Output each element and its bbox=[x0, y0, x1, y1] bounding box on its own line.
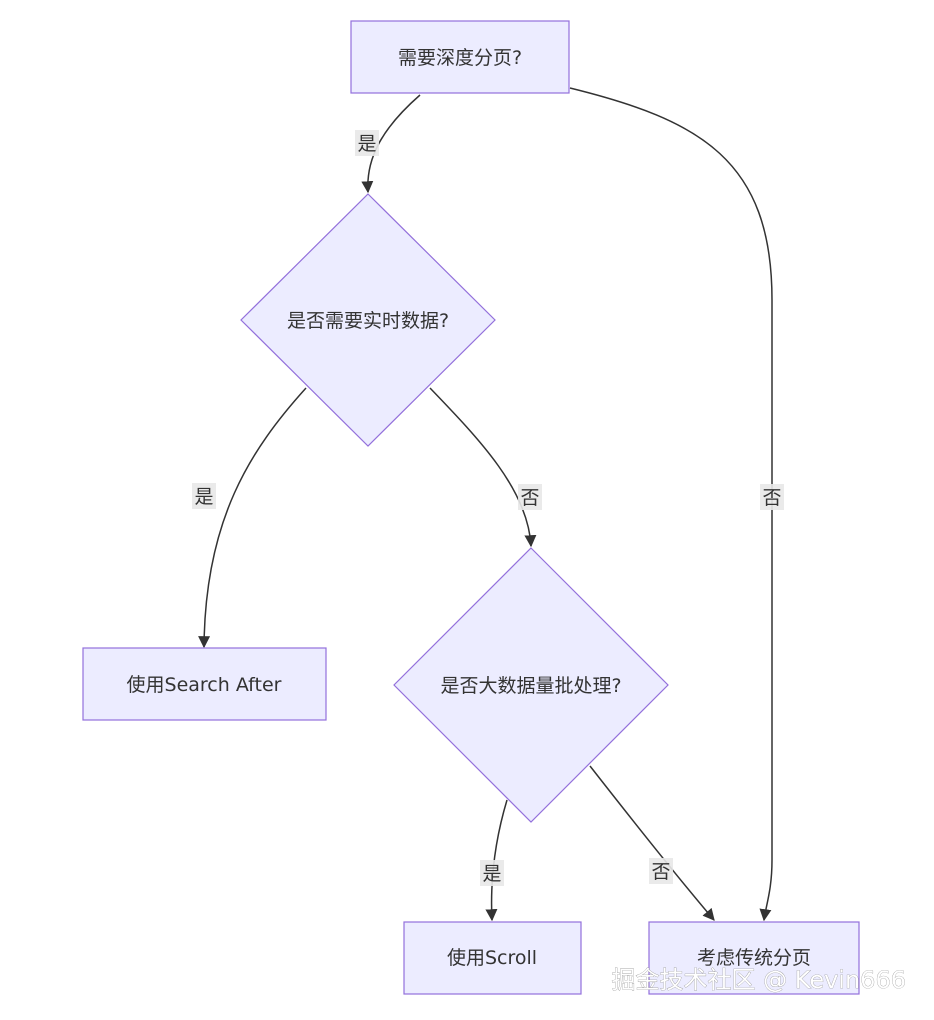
edge-label-realtime-yes: 是 bbox=[192, 483, 216, 509]
edge-batch-to-traditional bbox=[589, 765, 715, 921]
edge-label-deep-no: 否 bbox=[760, 484, 784, 510]
svg-text:考虑传统分页: 考虑传统分页 bbox=[697, 947, 811, 969]
node-consider-traditional: 考虑传统分页 bbox=[648, 921, 860, 995]
svg-text:是: 是 bbox=[357, 133, 376, 155]
svg-text:是否大数据量批处理?: 是否大数据量批处理? bbox=[440, 675, 621, 697]
edge-label-deep-yes: 是 bbox=[355, 130, 379, 156]
edge-realtime-to-search-after bbox=[198, 387, 307, 649]
svg-text:否: 否 bbox=[651, 861, 670, 883]
watermark: 掘金技术社区 @ Kevin666 bbox=[612, 966, 906, 994]
node-use-search-after: 使用Search After bbox=[82, 647, 327, 721]
node-need-deep-paging: 需要深度分页? bbox=[350, 20, 570, 94]
node-need-realtime: 是否需要实时数据? bbox=[240, 193, 496, 447]
svg-text:是: 是 bbox=[482, 863, 501, 885]
svg-text:需要深度分页?: 需要深度分页? bbox=[398, 47, 522, 69]
edge-deep-to-traditional bbox=[569, 87, 773, 922]
edge-label-batch-yes: 是 bbox=[480, 860, 504, 886]
svg-text:使用Scroll: 使用Scroll bbox=[447, 947, 537, 969]
svg-text:否: 否 bbox=[520, 487, 539, 509]
edge-label-realtime-no: 否 bbox=[518, 484, 542, 510]
edge-label-batch-no: 否 bbox=[649, 858, 673, 884]
edges bbox=[198, 87, 773, 922]
svg-text:否: 否 bbox=[762, 487, 781, 509]
node-big-data-batch: 是否大数据量批处理? bbox=[393, 547, 669, 823]
svg-text:使用Search After: 使用Search After bbox=[127, 674, 282, 696]
svg-text:是: 是 bbox=[194, 486, 213, 508]
svg-text:是否需要实时数据?: 是否需要实时数据? bbox=[287, 310, 449, 332]
node-use-scroll: 使用Scroll bbox=[403, 921, 582, 995]
edge-realtime-to-batch bbox=[429, 387, 537, 548]
